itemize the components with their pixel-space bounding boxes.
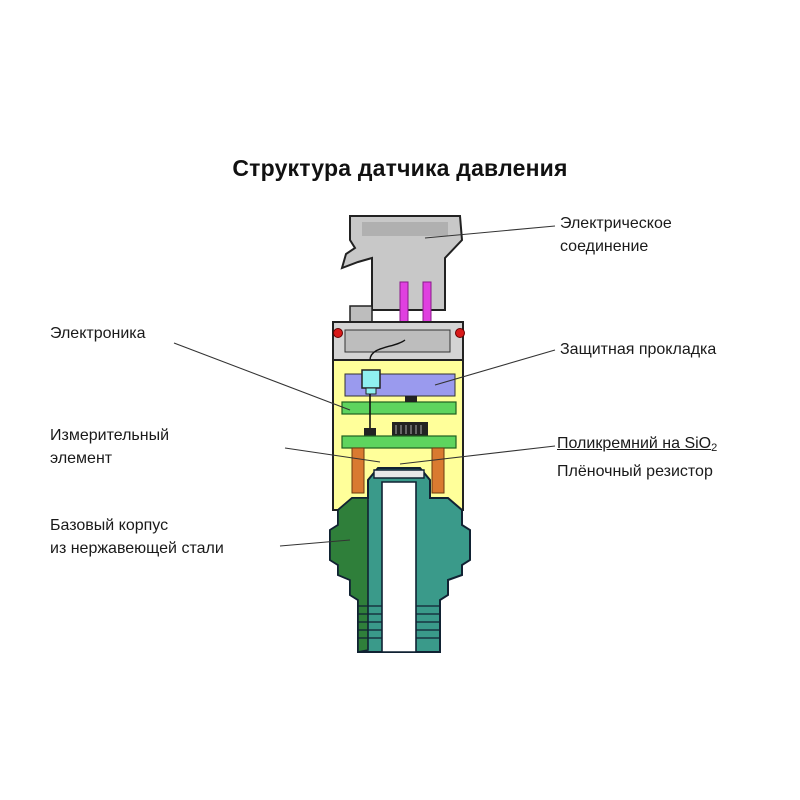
chip-upper [405, 396, 417, 402]
connector-shade [362, 222, 448, 236]
label-base-line1: Базовый корпус [50, 517, 169, 534]
chip-lower-pins [395, 425, 422, 434]
label-electrical-line2: соединение [560, 238, 649, 255]
housing-cap-inner [344, 329, 451, 353]
electronics-board-upper [341, 401, 457, 415]
label-electrical-line1: Электрическое [560, 215, 672, 232]
label-base-body: Базовый корпус из нержавеющей стали [50, 514, 224, 560]
sensor-connector-foot [365, 387, 377, 395]
o-ring-right [455, 328, 465, 338]
label-polysilicon-text: Поликремний на SiO [557, 435, 712, 452]
leader-lines [173, 225, 556, 547]
label-protective-gasket: Защитная прокладка [560, 341, 717, 358]
sensor-connector [361, 369, 381, 389]
leader-measuring [284, 447, 381, 463]
label-electrical-connection: Электрическое соединение [560, 212, 672, 258]
label-measuring-line1: Измерительный [50, 427, 170, 444]
electrical-connector [340, 215, 464, 311]
chip-lower [392, 422, 428, 436]
chip-small [364, 428, 376, 436]
label-measuring-element: Измерительный элемент [50, 424, 169, 470]
connector-tab [349, 305, 373, 323]
leader-electrical [424, 225, 556, 239]
pressure-port-bore [381, 481, 417, 653]
leader-gasket [434, 349, 556, 386]
label-polysilicon-sub: 2 [711, 442, 718, 454]
wire-top [369, 339, 406, 361]
diagram-title: Структура датчика давления [232, 155, 568, 181]
leader-electronics [173, 342, 351, 411]
film-resistor-left [351, 447, 365, 494]
sensor-diaphragm [373, 469, 425, 479]
o-ring-left [333, 328, 343, 338]
label-film-resistor: Плёночный резистор [557, 463, 713, 480]
label-base-line2: из нержавеющей стали [50, 540, 224, 557]
electronics-board-lower [341, 435, 457, 449]
label-electronics: Электроника [50, 325, 146, 342]
label-measuring-line2: элемент [50, 450, 113, 467]
leader-polysilicon [399, 445, 556, 465]
leader-base [279, 539, 351, 547]
base-body-hex-face [329, 497, 369, 653]
label-polysilicon: Поликремний на SiO2 Плёночный резистор [557, 432, 717, 483]
film-resistor-right [431, 447, 445, 494]
